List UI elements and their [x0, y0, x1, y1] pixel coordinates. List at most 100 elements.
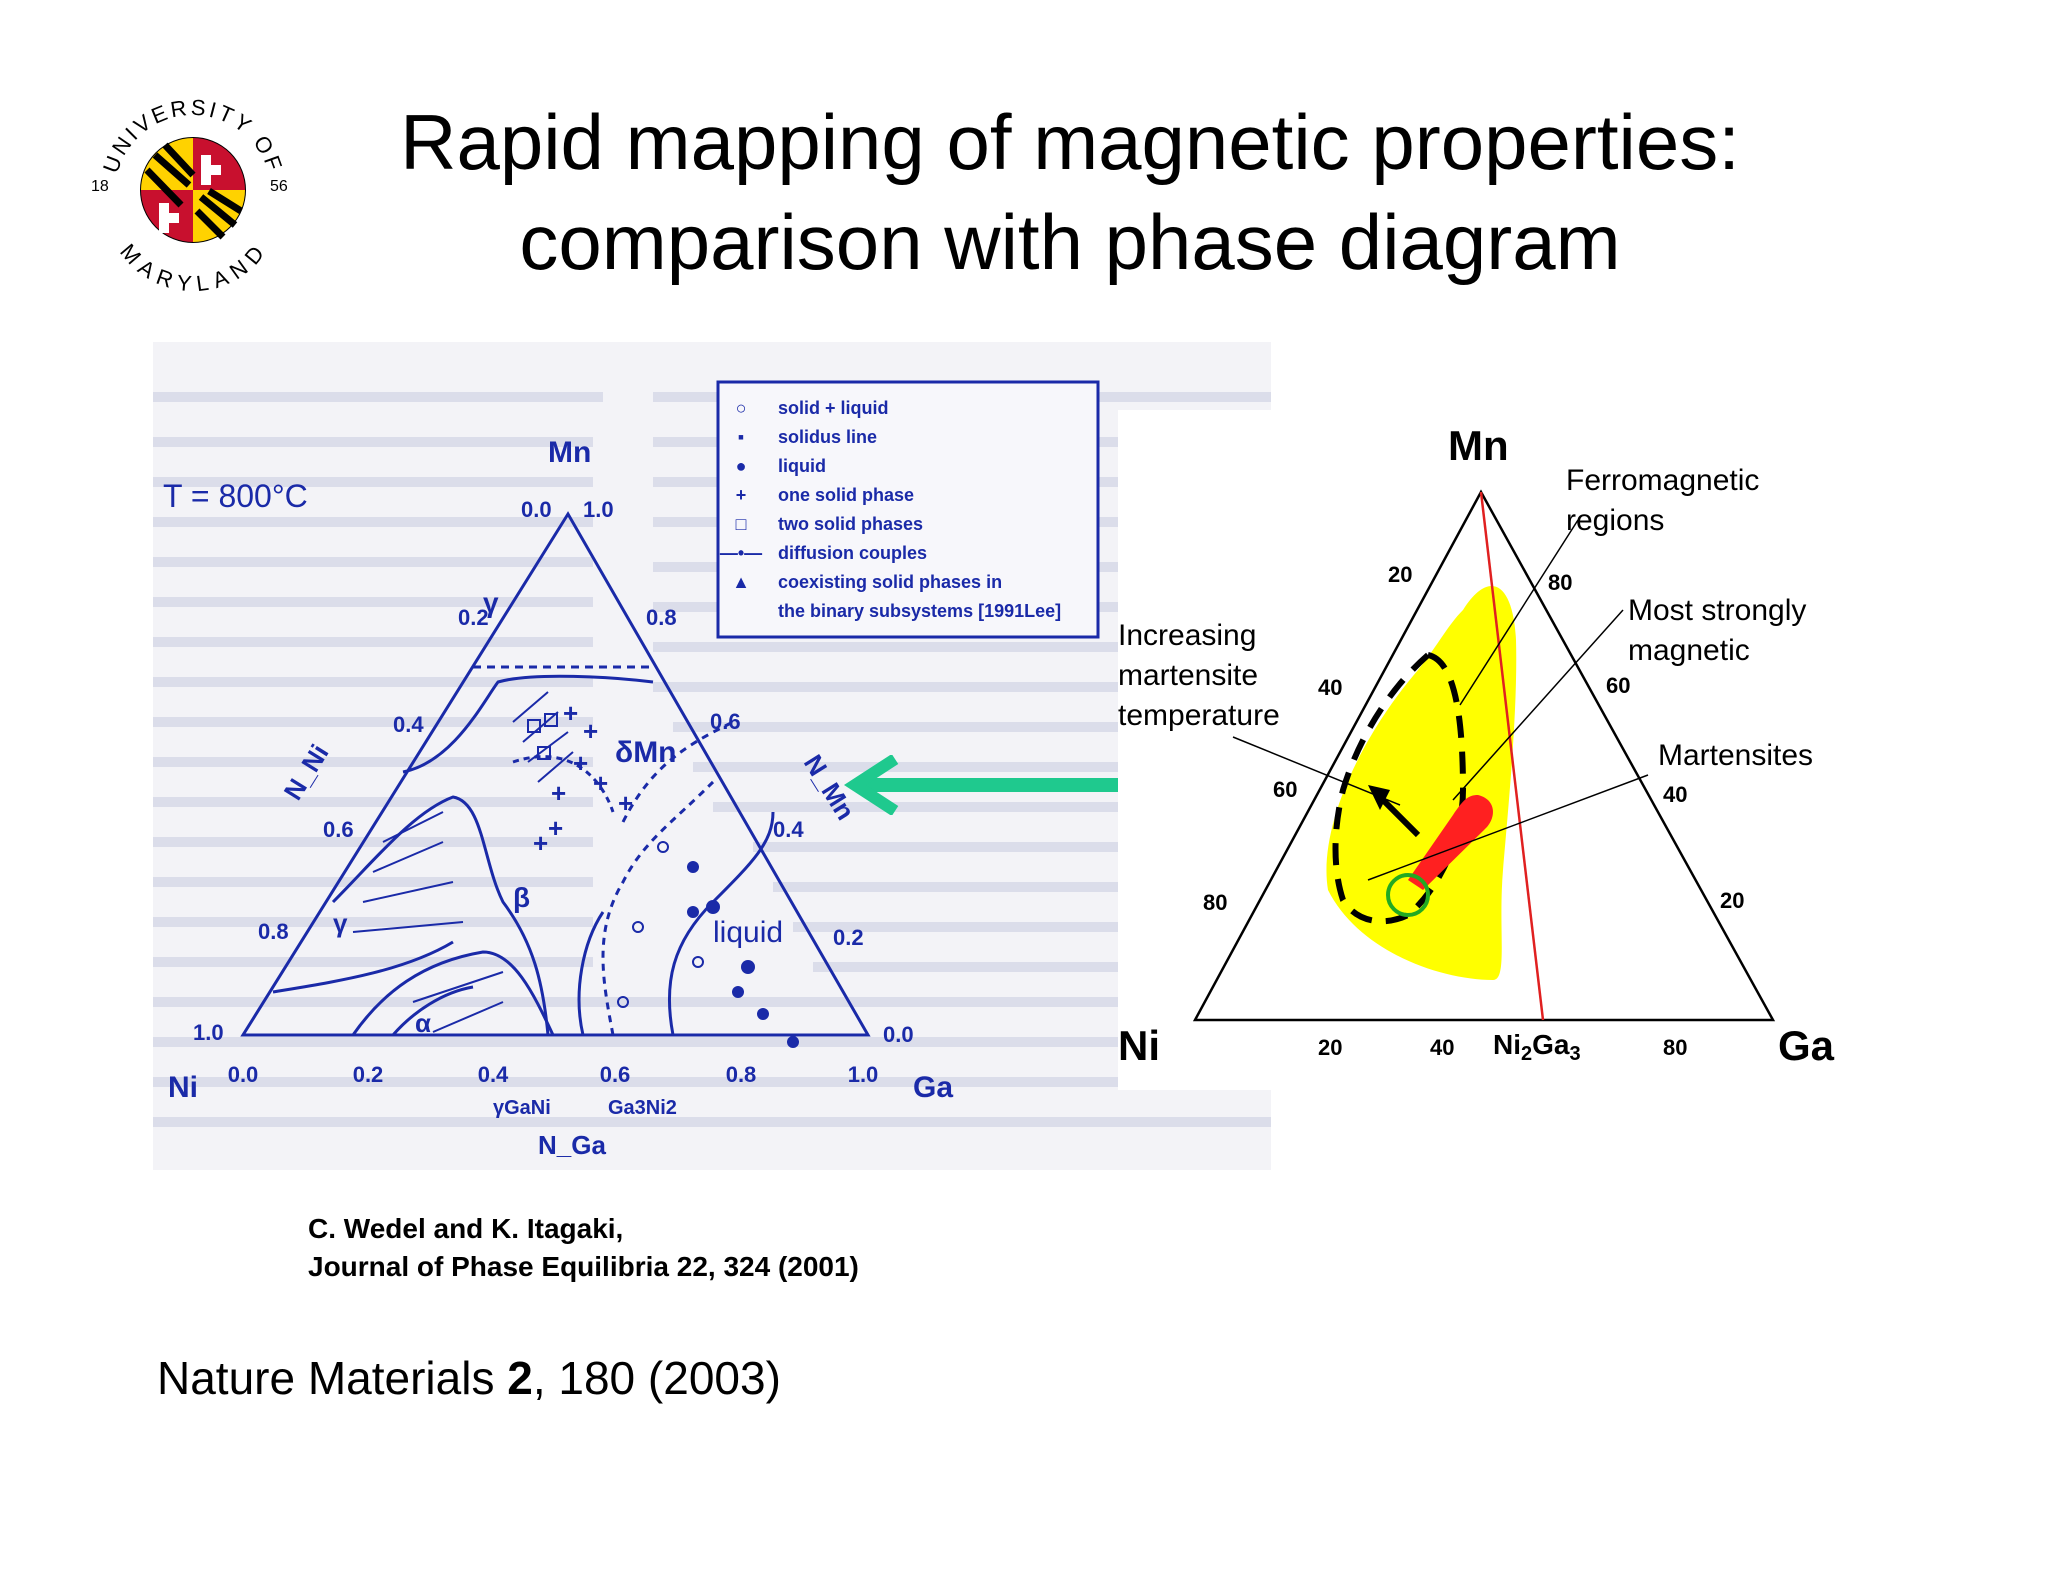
- axis-n-ga-label: N_Ga: [538, 1130, 606, 1160]
- legend-label: one solid phase: [778, 485, 914, 505]
- bottom-tick: 80: [1663, 1035, 1687, 1060]
- title-line-1: Rapid mapping of magnetic properties:: [400, 98, 1740, 186]
- svg-text:+: +: [551, 778, 566, 808]
- right-edge-tick: 40: [1663, 782, 1687, 807]
- vertex-ga-label: Ga: [1778, 1022, 1835, 1069]
- svg-text:+: +: [583, 716, 598, 746]
- right-edge-tick: 0.8: [646, 605, 677, 630]
- ni2ga3-tie-line: [1479, 491, 1545, 1021]
- region-label: δMn: [615, 736, 677, 769]
- right-edge-tick: 60: [1606, 673, 1630, 698]
- bottom-tick: 0.8: [726, 1062, 757, 1087]
- compound-ni2ga3-label: Ni2Ga3: [1493, 1029, 1581, 1065]
- martensite-temp-label: Increasing: [1118, 619, 1256, 652]
- left-edge-tick: 1.0: [193, 1020, 224, 1045]
- university-of-maryland-seal: UNIVERSITY OF MARYLAND 18 56: [91, 95, 288, 297]
- region-label: β: [513, 882, 530, 913]
- left-edge-tick: 0.4: [393, 712, 424, 737]
- left-edge-tick: 0.6: [323, 817, 354, 842]
- legend-box: ○ solid + liquid ▪ solidus line ● liquid + one …: [716, 380, 1100, 639]
- right-edge-tick: 80: [1548, 570, 1572, 595]
- bottom-tick: 20: [1318, 1035, 1342, 1060]
- phase-triangle: [240, 511, 871, 1037]
- left-edge-tick: 20: [1388, 562, 1412, 587]
- left-edge-tick: 0.2: [458, 605, 489, 630]
- legend-symbol: ●: [736, 456, 747, 476]
- region-label: α: [415, 1008, 431, 1038]
- top-tick-left: 0.0: [521, 497, 552, 522]
- left-edge-tick: 60: [1273, 777, 1297, 802]
- slide-title: Rapid mapping of magnetic properties: co…: [300, 92, 1840, 292]
- vertex-mn-label: Mn: [1448, 422, 1509, 469]
- left-edge-tick: 0.8: [258, 919, 289, 944]
- title-line-2: comparison with phase diagram: [519, 198, 1621, 286]
- seal-year-right: 56: [270, 178, 288, 195]
- martensite-temp-label: martensite: [1118, 659, 1258, 692]
- vertex-mn-label: Mn: [548, 436, 591, 469]
- right-edge-tick: 1.0: [583, 497, 614, 522]
- cross-markers: +++ +++ ++: [533, 698, 633, 858]
- vertex-ni-label: Ni: [168, 1071, 198, 1104]
- maryland-flag-shield-icon: [140, 137, 246, 243]
- compound-gani-label: γGaNi: [493, 1097, 551, 1119]
- legend-label: solid + liquid: [778, 398, 889, 418]
- legend-label: solidus line: [778, 427, 877, 447]
- compound-ga3ni2-label: Ga3Ni2: [608, 1097, 677, 1119]
- right-edge-tick: 0.6: [710, 709, 741, 734]
- legend-label: coexisting solid phases in: [778, 572, 1002, 592]
- legend-symbol: ▲: [732, 572, 750, 592]
- legend-label: diffusion couples: [778, 543, 927, 563]
- region-label: γ: [483, 587, 499, 618]
- legend-label: liquid: [778, 456, 826, 476]
- bottom-tick: 0.0: [228, 1062, 259, 1087]
- citation-journal: Journal of Phase Equilibria 22, 324 (200…: [308, 1251, 859, 1282]
- bottom-tick: 0.6: [600, 1062, 631, 1087]
- ref-volume: 2: [507, 1352, 533, 1404]
- legend-symbol: —•—: [720, 543, 762, 563]
- legend-symbol: +: [736, 485, 747, 505]
- svg-text:+: +: [618, 788, 633, 818]
- annotation-leaders: [1232, 519, 1649, 881]
- composition-triangle: [1192, 489, 1776, 1022]
- martensites-label: Martensites: [1658, 739, 1813, 772]
- region-label: γ: [333, 908, 348, 938]
- bottom-tick: 0.2: [353, 1062, 384, 1087]
- data-markers: [527, 713, 799, 1048]
- left-edge-tick: 40: [1318, 675, 1342, 700]
- right-edge-tick: 0.2: [833, 925, 864, 950]
- seal-bottom-text: MARYLAND: [115, 239, 271, 297]
- ni-mn-ga-phase-diagram: +++ +++ ++ ○solid + liquid▪solidus line●…: [153, 342, 1271, 1170]
- bottom-tick: 40: [1430, 1035, 1454, 1060]
- most-magnetic-label: magnetic: [1628, 634, 1750, 667]
- most-magnetic-label: Most strongly: [1628, 594, 1806, 627]
- left-edge-tick: 80: [1203, 890, 1227, 915]
- ferromagnetic-label: regions: [1566, 504, 1664, 537]
- citation-authors: C. Wedel and K. Itagaki,: [308, 1213, 624, 1244]
- martensite-highlight-circle: [1386, 873, 1430, 917]
- ferromagnetic-label: Ferromagnetic: [1566, 464, 1759, 497]
- vertex-ga-label: Ga: [913, 1071, 953, 1104]
- nature-materials-reference: Nature Materials 2, 180 (2003): [157, 1350, 781, 1406]
- svg-text:+: +: [548, 813, 563, 843]
- svg-text:+: +: [563, 698, 578, 728]
- legend-label: the binary subsystems [1991Lee]: [778, 601, 1061, 621]
- bottom-tick: 0.4: [478, 1062, 509, 1087]
- seal-year-left: 18: [91, 178, 109, 195]
- phase-diagram-citation: C. Wedel and K. Itagaki, Journal of Phas…: [308, 1210, 859, 1286]
- vertex-ni-label: Ni: [1118, 1022, 1160, 1069]
- ref-rest: , 180 (2003): [532, 1352, 781, 1404]
- region-label: liquid: [713, 916, 783, 949]
- svg-text:+: +: [593, 768, 608, 798]
- right-edge-tick: 0.0: [883, 1022, 914, 1047]
- most-magnetic-region: [1408, 795, 1494, 890]
- ferromagnetic-region: [1326, 586, 1517, 980]
- right-edge-tick: 20: [1720, 888, 1744, 913]
- temperature-arrow-icon: [1375, 792, 1421, 838]
- legend-symbol: ○: [736, 398, 747, 418]
- svg-text:+: +: [573, 748, 588, 778]
- legend-symbol: ▪: [738, 427, 744, 447]
- svg-text:+: +: [533, 828, 548, 858]
- bottom-tick: 1.0: [848, 1062, 879, 1087]
- martensite-temp-label: temperature: [1118, 699, 1280, 732]
